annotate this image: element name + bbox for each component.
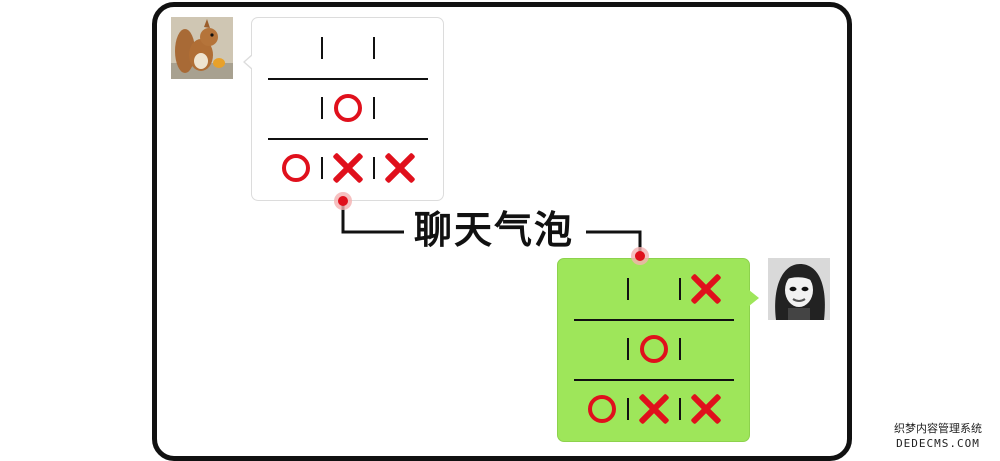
right-chat-bubble[interactable] — [557, 258, 759, 442]
tic-tac-toe-board — [252, 18, 443, 200]
horizontal-divider — [268, 138, 428, 140]
board-row — [558, 387, 749, 431]
callout-line-left — [341, 201, 404, 234]
left-chat-bubble[interactable] — [243, 17, 444, 201]
board-row — [558, 327, 749, 371]
board-row — [558, 267, 749, 311]
bubble-tail — [749, 290, 759, 306]
board-cell — [323, 88, 373, 128]
horizontal-divider — [574, 319, 734, 321]
board-row — [252, 86, 443, 130]
vertical-divider — [626, 338, 629, 360]
vertical-divider — [320, 37, 323, 59]
board-cell — [629, 329, 679, 369]
watermark-line2: DEDECMS.COM — [896, 437, 980, 450]
circle-mark-icon — [333, 94, 362, 122]
vertical-divider — [372, 157, 375, 179]
cartoon-girl-avatar[interactable] — [768, 258, 830, 320]
vertical-divider — [372, 37, 375, 59]
squirrel-avatar[interactable] — [171, 17, 233, 79]
board-row — [252, 26, 443, 70]
tic-tac-toe-board — [558, 259, 749, 441]
circle-mark-icon — [281, 154, 310, 182]
vertical-divider — [626, 398, 629, 420]
vertical-divider — [678, 338, 681, 360]
board-cell — [577, 389, 627, 429]
bubble-tail — [243, 54, 253, 70]
callout-dot — [635, 251, 645, 261]
watermark: 织梦内容管理系统 DEDECMS.COM — [882, 421, 994, 455]
callout-dot — [338, 196, 348, 206]
callout-label: 聊天气泡 — [414, 208, 575, 252]
vertical-divider — [372, 97, 375, 119]
horizontal-divider — [268, 78, 428, 80]
watermark-line1: 织梦内容管理系统 — [894, 422, 982, 435]
horizontal-divider — [574, 379, 734, 381]
vertical-divider — [678, 398, 681, 420]
vertical-divider — [678, 278, 681, 300]
vertical-divider — [626, 278, 629, 300]
board-row — [252, 146, 443, 190]
vertical-divider — [320, 97, 323, 119]
circle-mark-icon — [587, 395, 616, 423]
circle-mark-icon — [639, 335, 668, 363]
vertical-divider — [320, 157, 323, 179]
board-cell — [271, 148, 321, 188]
